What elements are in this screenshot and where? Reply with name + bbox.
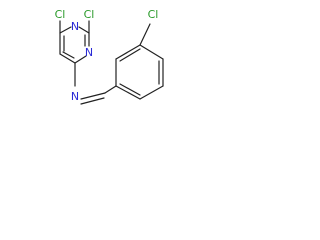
bond-c5-c6prime	[139, 85, 164, 100]
bond-c2-c3prime	[115, 44, 141, 60]
bond-n-imine-ch-a	[80, 92, 106, 100]
bond-c6-c1prime-inner	[119, 83, 141, 96]
bond-n1-c2	[78, 26, 90, 34]
atom-n-ring-right: N	[85, 46, 93, 59]
bond-c3-c4prime	[139, 44, 164, 60]
atom-cl-right: Cl	[84, 8, 95, 21]
chemical-structure: Cl Cl N N N Cl	[55, 8, 164, 105]
atom-n-imine: N	[71, 90, 79, 103]
atom-cl-left: Cl	[55, 8, 66, 21]
bond-c6-c1prime	[115, 85, 141, 100]
bond-c2-c3prime-inner	[119, 48, 141, 62]
atom-cl-para: Cl	[148, 8, 159, 21]
atom-n-ring-top: N	[71, 20, 79, 33]
bond-n3-c4	[74, 55, 87, 64]
bond-n-imine-ch-b	[80, 97, 105, 105]
bond-c4prime-cl	[139, 23, 151, 46]
bond-ch-c1prime	[104, 85, 117, 94]
bond-c4-c5-a	[59, 53, 76, 64]
bond-c6-n1	[59, 26, 72, 34]
bond-c4-c5-b	[62, 51, 75, 59]
